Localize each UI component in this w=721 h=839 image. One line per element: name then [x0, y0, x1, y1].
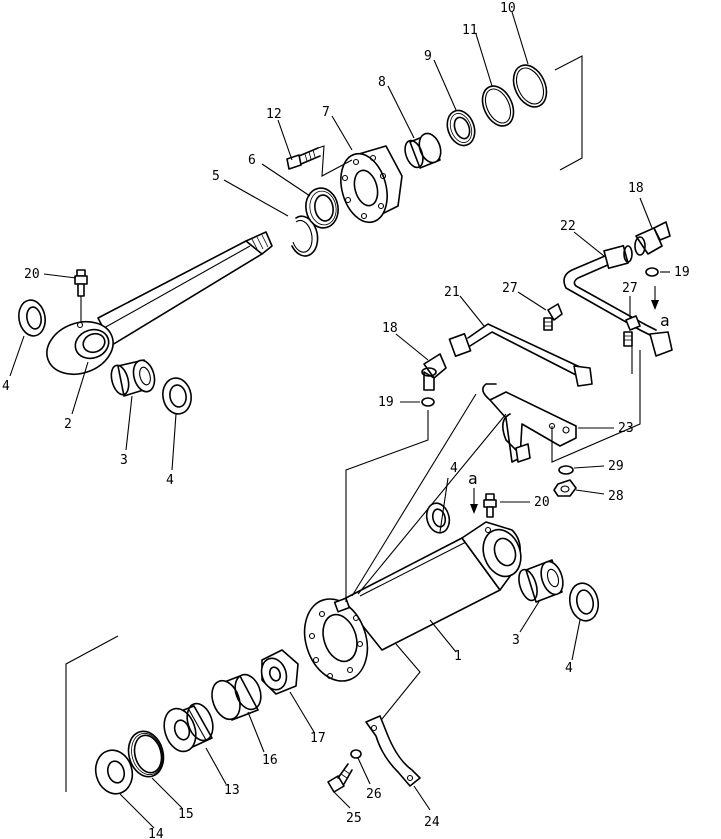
assembly-bracket-top [554, 55, 583, 171]
o-ring-part-11 [481, 85, 515, 127]
cylinder-tube-part-1 [303, 521, 522, 682]
callout-22: 22 [560, 219, 576, 234]
callout-21: 21 [444, 285, 460, 300]
bushing-part-3-lower [518, 559, 564, 603]
callout-27-left: 27 [502, 281, 518, 296]
elbow-fitting-part-18-upper [634, 221, 671, 256]
bushing-part-8 [404, 132, 442, 169]
clamp-part-24 [365, 715, 421, 787]
bracket-part-23 [482, 383, 577, 463]
grease-fitting-part-20-upper [74, 269, 88, 322]
dust-seal-part-4-lower-right [568, 582, 600, 622]
callout-3-lower: 3 [512, 633, 520, 648]
callout-9: 9 [424, 49, 432, 64]
callout-18-lower: 18 [382, 321, 398, 336]
connection-mark-a-upper: a [660, 311, 670, 330]
bearing-part-9 [446, 109, 476, 147]
callout-4-upper-left: 4 [2, 379, 10, 394]
callout-24: 24 [424, 815, 440, 830]
callout-6: 6 [248, 153, 256, 168]
bearing-part-6 [305, 187, 339, 229]
nut-part-28 [553, 479, 577, 497]
callout-2: 2 [64, 417, 72, 432]
callout-16: 16 [262, 753, 278, 768]
o-ring-part-19-lower [421, 397, 435, 407]
dust-seal-part-4-mid [425, 502, 451, 534]
tube-leader-clamp [377, 643, 421, 725]
piston-part-13 [163, 702, 214, 753]
callout-20-lower: 20 [534, 495, 550, 510]
callout-20-upper: 20 [24, 267, 40, 282]
elbow-fitting-part-18-lower [421, 353, 447, 391]
port-leader-left [345, 410, 429, 602]
o-ring-part-19-upper [645, 267, 659, 277]
piston-ring-part-15 [127, 730, 165, 778]
callout-12: 12 [266, 107, 282, 122]
callout-13: 13 [224, 783, 240, 798]
callout-1: 1 [454, 649, 462, 664]
callout-26: 26 [366, 787, 382, 802]
callout-14: 14 [148, 827, 164, 839]
bolt-part-25 [327, 763, 353, 793]
callout-7: 7 [322, 105, 330, 120]
bolt-part-12 [286, 145, 353, 177]
tube-part-21 [448, 323, 593, 387]
callout-28: 28 [608, 489, 624, 504]
washer-part-29 [558, 465, 574, 475]
callout-23: 23 [618, 421, 634, 436]
piston-nut-part-17 [260, 649, 299, 695]
callout-25: 25 [346, 811, 362, 826]
callout-5: 5 [212, 169, 220, 184]
grease-fitting-part-20-lower [483, 493, 497, 518]
cylinder-head-part-7 [340, 145, 403, 224]
wear-ring-part-14 [94, 749, 134, 795]
tube-part-22 [563, 244, 673, 357]
fitting-part-27-left [543, 303, 563, 331]
connection-arrow-a-upper [651, 286, 659, 310]
dust-seal-part-4-upper-right [162, 377, 192, 415]
callout-17: 17 [310, 731, 326, 746]
callout-leaders [9, 11, 653, 829]
callout-29: 29 [608, 459, 624, 474]
spacer-part-16 [211, 673, 262, 721]
callout-18-upper: 18 [628, 181, 644, 196]
port-leader-right [351, 393, 477, 597]
callout-15: 15 [178, 807, 194, 822]
washer-part-26 [350, 749, 362, 759]
dust-seal-part-4-upper-left [18, 299, 46, 337]
assembly-bracket-bottom [65, 635, 119, 792]
snap-ring-part-5 [291, 215, 319, 257]
callout-4-mid: 4 [450, 461, 458, 476]
callout-19-lower: 19 [378, 395, 394, 410]
connection-mark-a-lower: a [468, 469, 478, 488]
callout-11: 11 [462, 23, 478, 38]
part-number-callouts: 1 2 3 3 4 4 4 4 5 6 7 8 9 10 11 12 13 14… [2, 1, 690, 839]
callout-10: 10 [500, 1, 516, 16]
fitting-part-27-right [623, 315, 641, 347]
connection-arrow-a-lower [470, 488, 478, 514]
backup-ring-part-10 [512, 64, 548, 108]
callout-27-right: 27 [622, 281, 638, 296]
callout-4-lower-right: 4 [565, 661, 573, 676]
callout-8: 8 [378, 75, 386, 90]
bushing-part-3-upper [110, 359, 156, 397]
callout-3-upper: 3 [120, 453, 128, 468]
bracket-outline-23 [551, 350, 641, 463]
callout-4-upper-right: 4 [166, 473, 174, 488]
piston-rod-part-2 [46, 231, 273, 376]
callout-19-upper: 19 [674, 265, 690, 280]
